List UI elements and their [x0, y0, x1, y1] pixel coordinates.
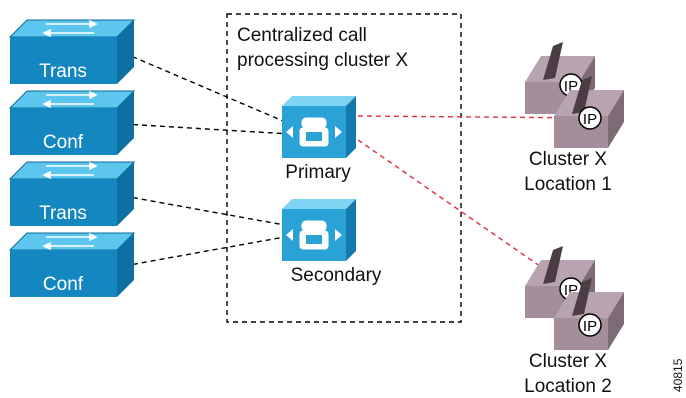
switch-label: Conf	[43, 132, 84, 153]
switch-conf-2: Conf	[8, 232, 136, 297]
ip-phone-front: IP	[554, 76, 624, 148]
location1-label-line1: Cluster X	[529, 149, 607, 170]
server-label: Secondary	[291, 265, 382, 286]
switch-arrows-icon	[42, 232, 98, 251]
switch-arrows-icon	[42, 19, 98, 38]
cluster-boundary	[226, 13, 462, 323]
ip-badge	[578, 313, 602, 337]
server-label: Primary	[285, 162, 351, 183]
switch-arrows-icon	[42, 161, 98, 180]
phone-icon	[286, 220, 342, 250]
svg-text:IP: IP	[583, 318, 597, 335]
link-trans1-primary	[123, 52, 291, 125]
figure-id: 40815	[671, 358, 685, 392]
link-conf1-primary	[123, 123, 291, 135]
location1-label-line2: Location 1	[524, 174, 612, 195]
cluster-title-line1: Centralized call	[237, 25, 367, 46]
ip-phone-group-location2: IP IP	[525, 246, 624, 350]
ip-phone-front: IP	[554, 278, 624, 350]
ip-phone-group-location1: IP IP	[525, 42, 624, 148]
location2-label-line2: Location 2	[524, 376, 612, 397]
server-primary: Primary	[282, 96, 356, 183]
wan-link-location2	[357, 139, 561, 281]
server-secondary: Secondary	[282, 199, 382, 286]
phone-icon	[286, 117, 342, 147]
location2-label-line1: Cluster X	[529, 351, 607, 372]
switch-trans-1: Trans	[8, 19, 136, 84]
switch-label: Conf	[43, 274, 84, 295]
cluster-title-line2: processing cluster X	[237, 50, 408, 71]
switch-label: Trans	[39, 203, 87, 224]
ip-badge	[578, 106, 602, 130]
switch-label: Trans	[39, 61, 87, 82]
svg-text:IP: IP	[583, 111, 597, 128]
link-trans2-secondary	[123, 195, 291, 227]
switch-trans-2: Trans	[8, 161, 136, 226]
switch-conf-1: Conf	[8, 90, 136, 155]
switch-arrows-icon	[42, 90, 98, 109]
link-conf2-secondary	[123, 235, 291, 267]
